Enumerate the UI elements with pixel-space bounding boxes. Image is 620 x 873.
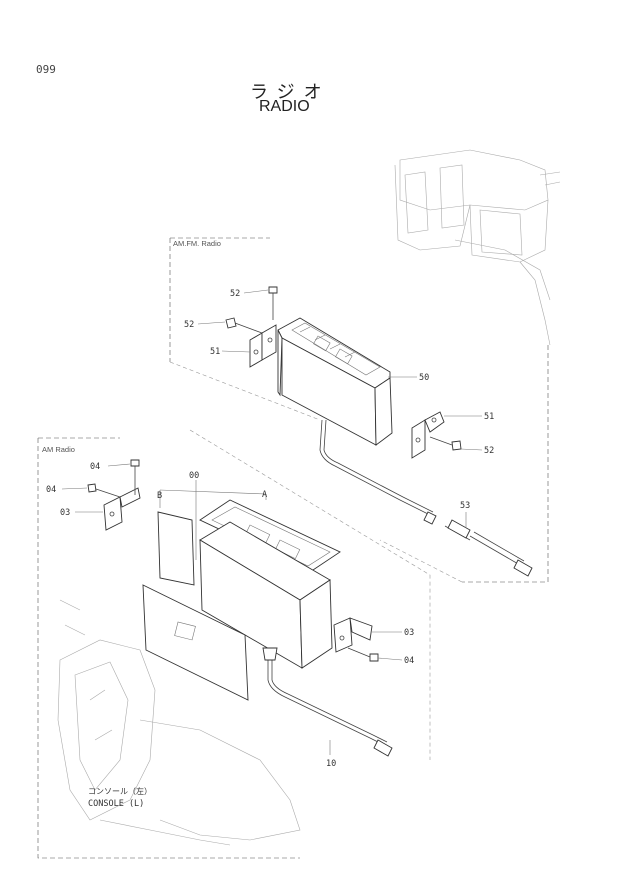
- console-label-en: CONSOLE (L): [88, 799, 144, 809]
- am-fm-radio-unit: [277, 317, 393, 446]
- callout-00: 00: [189, 471, 199, 481]
- screw-04-right: [347, 647, 379, 662]
- callout-52-left: 52: [184, 320, 194, 330]
- callout-50: 50: [419, 373, 429, 383]
- console-label-jp: コンソール（左）: [88, 786, 152, 796]
- callout-03-right: 03: [404, 628, 414, 638]
- am-radio-section-label: AM Radio: [42, 445, 75, 454]
- bracket-51-right: [411, 411, 445, 459]
- callout-a: A: [262, 490, 267, 500]
- screw-52-right: [429, 436, 462, 451]
- am-fm-radio-frame: [169, 237, 549, 583]
- title-japanese: ラジオ: [250, 82, 331, 103]
- bracket-51-left: [249, 324, 277, 368]
- antenna-cable-am: [262, 647, 393, 757]
- antenna-cable-am-fm: [319, 419, 533, 577]
- callout-10: 10: [326, 759, 336, 769]
- screw-04-left: [87, 483, 121, 498]
- screw-52-left: [225, 317, 263, 334]
- callout-04-top: 04: [90, 462, 100, 472]
- face-panel: [142, 511, 249, 701]
- callout-04-left: 04: [46, 485, 56, 495]
- screw-52-top: [268, 286, 278, 320]
- callout-51-left: 51: [210, 347, 220, 357]
- cab-sketch: [394, 149, 561, 346]
- callout-52-right: 52: [484, 446, 494, 456]
- title-english: RADIO: [259, 98, 310, 115]
- leader-lines: [61, 289, 483, 755]
- am-radio-unit: [199, 499, 341, 669]
- callout-03-left: 03: [60, 508, 70, 518]
- console-sketch: [57, 599, 301, 846]
- am-radio-frame: [37, 429, 431, 859]
- bracket-03-right: [333, 617, 373, 653]
- callout-b: B: [157, 491, 162, 501]
- callout-53: 53: [460, 501, 470, 511]
- callout-51-right: 51: [484, 412, 494, 422]
- page-number: 099: [36, 63, 56, 76]
- callout-52-top: 52: [230, 289, 240, 299]
- am-fm-radio-section-label: AM.FM. Radio: [173, 239, 221, 248]
- callout-04-right: 04: [404, 656, 414, 666]
- screw-04-top: [130, 459, 140, 495]
